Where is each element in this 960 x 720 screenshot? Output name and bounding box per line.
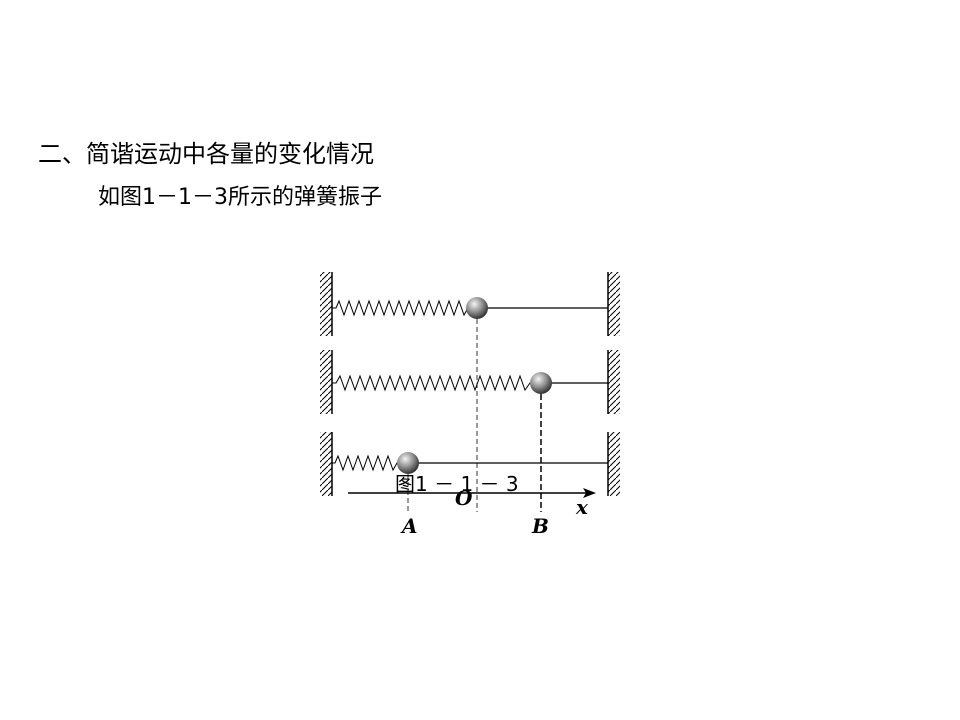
ball (466, 297, 488, 319)
right-wall-hatch (608, 350, 620, 414)
spring (332, 299, 470, 317)
x-axis-arrow-icon (583, 488, 596, 498)
label-a: A (400, 514, 418, 538)
right-wall-hatch (608, 272, 620, 336)
oscillator-row-equilibrium (320, 272, 620, 336)
ball (397, 452, 419, 474)
right-wall-hatch (608, 432, 620, 496)
ball (530, 372, 552, 394)
label-x: x (575, 495, 589, 519)
oscillator-row-stretched (320, 350, 620, 414)
label-b: B (531, 514, 549, 538)
spring-oscillator-figure: A O B x 图1 － 1 － 3 (310, 262, 630, 552)
figure-caption: 图1 － 1 － 3 (395, 472, 519, 496)
spring (332, 454, 399, 472)
left-wall-hatch (320, 272, 332, 336)
section-heading: 二、简谐运动中各量的变化情况 (38, 140, 374, 168)
figure-intro-text: 如图1－1－3所示的弹簧振子 (98, 185, 382, 210)
left-wall-hatch (320, 432, 332, 496)
left-wall-hatch (320, 350, 332, 414)
label-o: O (455, 486, 473, 510)
oscillator-row-compressed (320, 432, 620, 496)
spring (332, 374, 532, 392)
